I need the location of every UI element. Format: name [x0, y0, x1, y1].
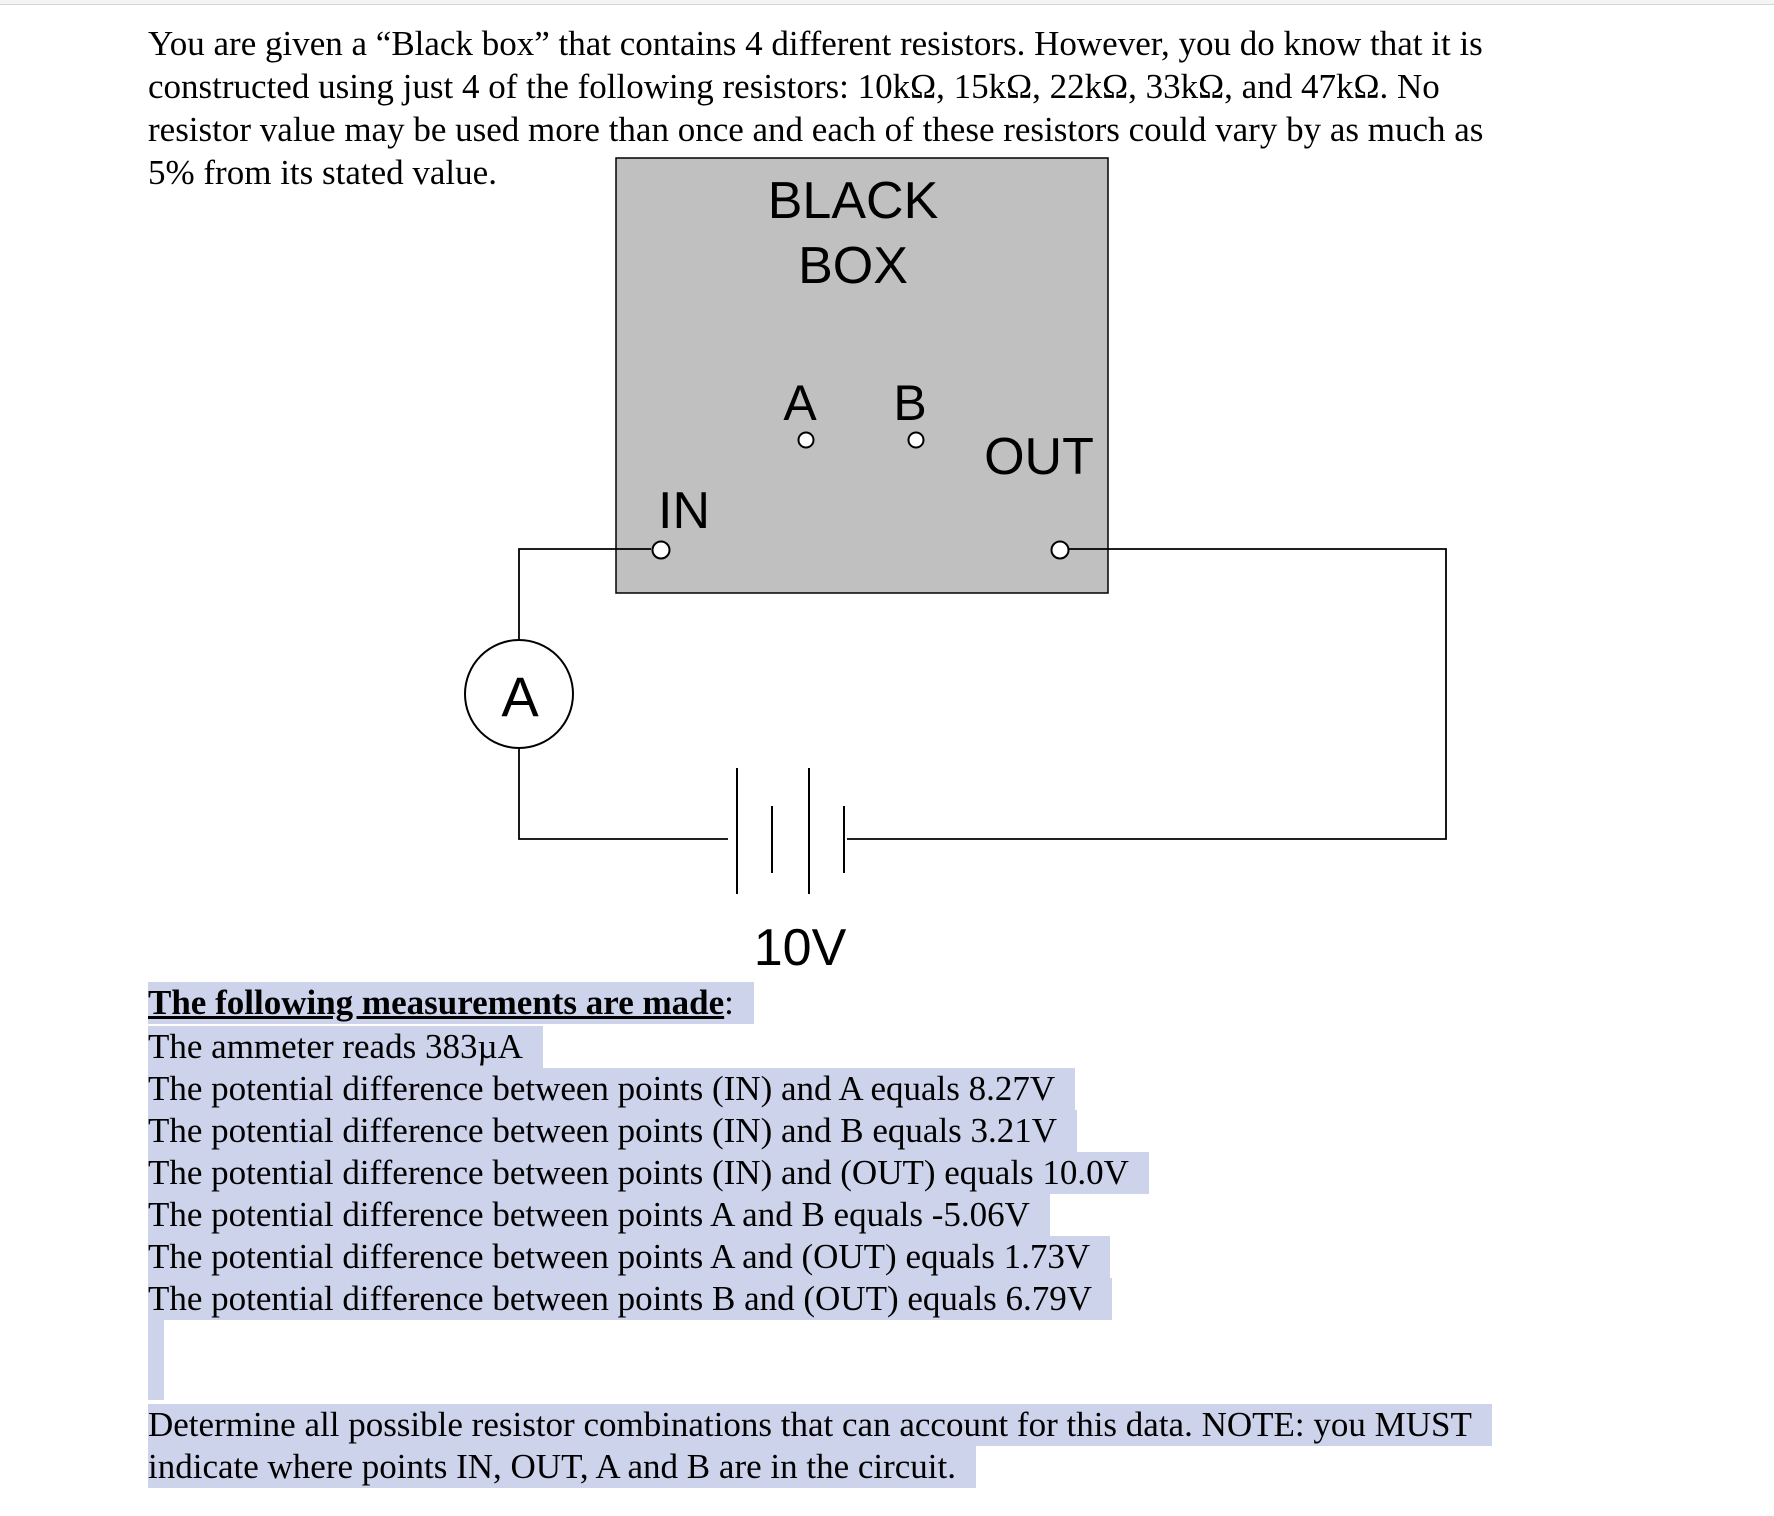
blank-highlight-line	[148, 1320, 164, 1400]
problem-line: resistor value may be used more than onc…	[148, 110, 1484, 149]
measurement-line: The potential difference between points …	[148, 1068, 1076, 1110]
measurements-heading-text: The following measurements are made	[148, 983, 725, 1022]
circuit-wires	[518, 548, 1447, 840]
problem-line: You are given a “Black box” that contain…	[148, 24, 1483, 63]
black-box	[615, 157, 1109, 594]
ammeter	[464, 639, 574, 749]
problem-statement: You are given a “Black box” that contain…	[148, 22, 1568, 194]
measurements-heading-colon: :	[724, 983, 734, 1022]
measurements-heading: The following measurements are made:	[148, 982, 754, 1024]
measurement-line: The potential difference between points …	[148, 1110, 1078, 1152]
measurement-line: The potential difference between points …	[148, 1278, 1113, 1320]
problem-line: 5% from its stated value.	[148, 153, 497, 192]
terminal-in	[651, 540, 671, 560]
terminal-in-label: IN	[658, 482, 710, 540]
battery-voltage-label: 10V	[754, 919, 847, 977]
terminal-a-label: A	[783, 375, 817, 431]
question-line: indicate where points IN, OUT, A and B a…	[148, 1446, 977, 1488]
measurement-line: The potential difference between points …	[148, 1236, 1111, 1278]
terminal-b	[907, 431, 925, 449]
terminal-b-label: B	[893, 375, 926, 431]
problem-line: constructed using just 4 of the followin…	[148, 67, 1440, 106]
black-box-title-line1: BLACK	[768, 172, 939, 230]
battery-cells	[736, 768, 845, 894]
terminal-a	[797, 431, 815, 449]
question-line: Determine all possible resistor combinat…	[148, 1404, 1492, 1446]
terminal-out-label: OUT	[984, 428, 1094, 486]
measurement-line: The ammeter reads 383µA	[148, 1026, 543, 1068]
measurement-line: The potential difference between points …	[148, 1152, 1149, 1194]
ammeter-label: A	[501, 665, 539, 728]
measurement-line: The potential difference between points …	[148, 1194, 1050, 1236]
window-top-edge	[0, 0, 1774, 5]
terminal-out	[1050, 540, 1070, 560]
black-box-title-line2: BOX	[798, 237, 908, 295]
